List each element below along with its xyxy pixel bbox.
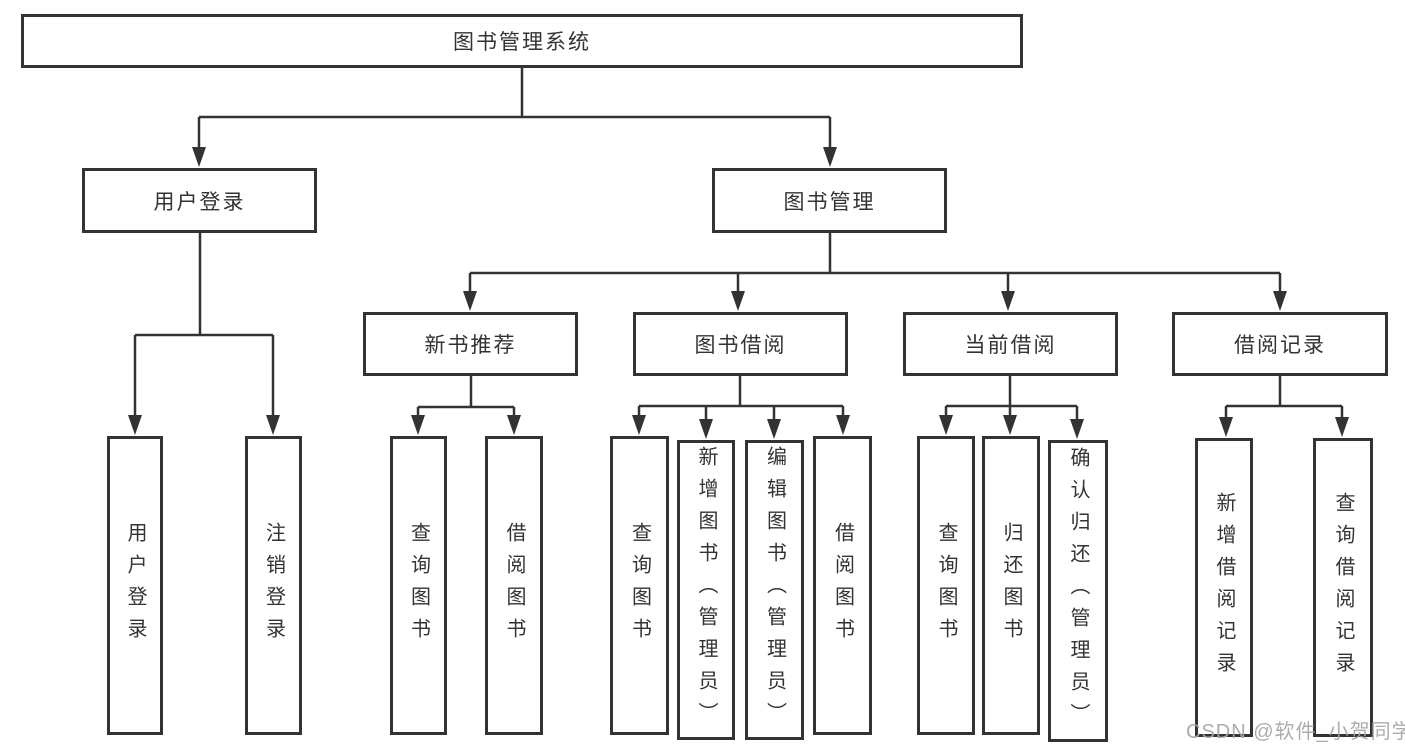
leaf-current-confirm-return-admin-label: 确认归还（管理员） (1067, 447, 1089, 735)
node-book-management: 图书管理 (712, 168, 947, 233)
node-new-book-recommend-label: 新书推荐 (424, 334, 517, 357)
node-library-management-system: 图书管理系统 (21, 14, 1023, 68)
node-library-management-system-label: 图书管理系统 (453, 31, 591, 54)
leaf-recommend-query-book-label: 查询图书 (407, 521, 430, 650)
leaf-borrowing-query-book-label: 查询图书 (628, 521, 651, 650)
leaf-recommend-borrow-book: 借阅图书 (485, 436, 543, 735)
leaf-borrowing-borrow-book: 借阅图书 (813, 436, 872, 735)
node-user-login-label: 用户登录 (153, 190, 246, 214)
leaf-borrowing-add-book-admin-label: 新增图书（管理员） (695, 446, 717, 734)
leaf-current-query-book-label: 查询图书 (935, 521, 957, 650)
leaf-current-return-book: 归还图书 (982, 436, 1040, 735)
leaf-records-add-record-label: 新增借阅记录 (1213, 491, 1235, 684)
node-borrowing-records: 借阅记录 (1172, 312, 1388, 376)
leaf-recommend-borrow-book-label: 借阅图书 (503, 521, 525, 650)
leaf-records-query-record: 查询借阅记录 (1313, 438, 1373, 737)
node-book-borrowing-label: 图书借阅 (694, 334, 787, 357)
leaf-records-add-record: 新增借阅记录 (1195, 438, 1253, 737)
leaf-logout-label: 注销登录 (262, 521, 285, 650)
leaf-records-query-record-label: 查询借阅记录 (1332, 491, 1354, 684)
node-new-book-recommend: 新书推荐 (363, 312, 578, 376)
leaf-borrowing-add-book-admin: 新增图书（管理员） (677, 440, 735, 740)
leaf-logout: 注销登录 (245, 436, 302, 735)
leaf-recommend-query-book: 查询图书 (390, 436, 447, 735)
node-book-borrowing: 图书借阅 (633, 312, 848, 376)
node-book-management-label: 图书管理 (783, 190, 876, 214)
leaf-current-confirm-return-admin: 确认归还（管理员） (1048, 440, 1108, 742)
leaf-user-login: 用户登录 (107, 436, 163, 735)
node-current-borrowing: 当前借阅 (903, 312, 1118, 376)
leaf-current-return-book-label: 归还图书 (1000, 521, 1022, 650)
node-current-borrowing-label: 当前借阅 (964, 334, 1057, 357)
node-borrowing-records-label: 借阅记录 (1234, 334, 1326, 357)
leaf-current-query-book: 查询图书 (917, 436, 975, 735)
leaf-borrowing-query-book: 查询图书 (610, 436, 669, 735)
node-user-login: 用户登录 (82, 168, 317, 233)
leaf-borrowing-edit-book-admin-label: 编辑图书（管理员） (763, 446, 786, 734)
leaf-borrowing-borrow-book-label: 借阅图书 (831, 521, 854, 650)
leaf-borrowing-edit-book-admin: 编辑图书（管理员） (745, 440, 804, 740)
csdn-watermark: CSDN @软件_小贺同学 (1186, 721, 1405, 743)
leaf-user-login-label: 用户登录 (124, 521, 146, 650)
